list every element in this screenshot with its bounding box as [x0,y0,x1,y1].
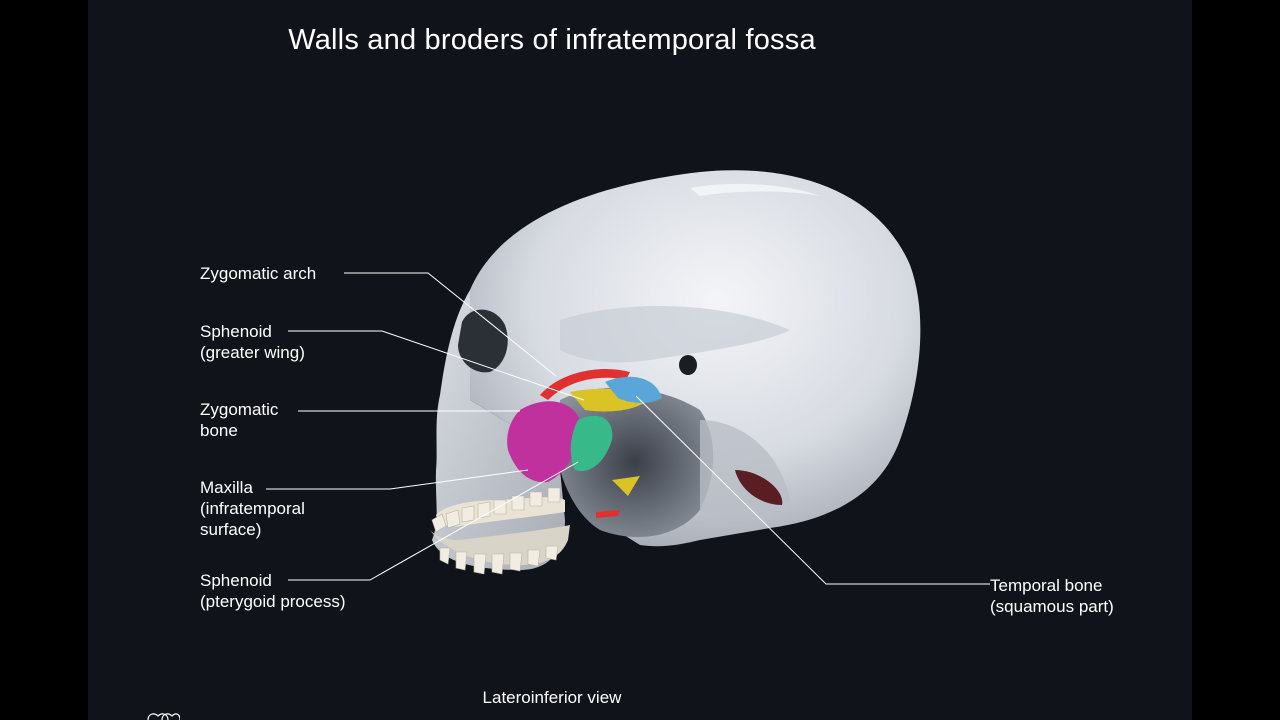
view-caption: Lateroinferior view [482,688,622,707]
pterygoid-region [612,476,640,496]
label-maxilla-line-3: surface) [200,520,262,539]
zygomatic-bone-region [507,401,580,483]
label-sphenoid-greater-wing: Sphenoid (greater wing) [200,321,305,363]
label-maxilla-line-1: Maxilla [200,478,253,497]
label-zygomatic-bone-line-1: Zygomatic [200,400,279,419]
label-zygomatic-bone: Zygomatic bone [200,399,278,441]
leader-zygomatic-arch [344,272,557,377]
label-temporal-bone-line-1: Temporal bone [990,576,1103,595]
orbit [458,309,508,373]
lower-teeth [439,545,559,575]
label-maxilla-line-2: (infratemporal [200,499,305,518]
leader-maxilla [266,469,529,490]
leader-sphenoid-greater-wing [288,330,585,401]
label-maxilla: Maxilla (infratemporal surface) [200,477,305,540]
zygomatic-arch-region [540,368,630,400]
ear-canal [679,355,697,375]
label-sphenoid-pterygoid: Sphenoid (pterygoid process) [200,570,346,612]
brand-logo-icon [147,713,180,720]
upper-tooth-row [431,487,561,533]
label-zygomatic-arch: Zygomatic arch [200,263,316,284]
maxilla-region [570,415,613,472]
leader-lines [266,272,990,585]
label-temporal-bone-line-2: (squamous part) [990,597,1114,616]
label-zygomatic-arch-line-1: Zygomatic arch [200,264,317,283]
label-sphenoid-pterygoid-line-2: (pterygoid process) [200,592,346,611]
label-temporal-bone: Temporal bone (squamous part) [990,575,1114,617]
leader-temporal-bone [635,395,990,585]
label-sphenoid-pterygoid-line-1: Sphenoid [200,571,272,590]
label-sphenoid-greater-wing-line-1: Sphenoid [200,322,272,341]
slide-title: Walls and broders of infratemporal fossa [288,24,816,56]
temporal-bone-region [605,376,662,403]
leader-sphenoid-pterygoid [288,461,579,581]
label-sphenoid-greater-wing-line-2: (greater wing) [200,343,305,362]
label-zygomatic-bone-line-2: bone [200,421,238,440]
